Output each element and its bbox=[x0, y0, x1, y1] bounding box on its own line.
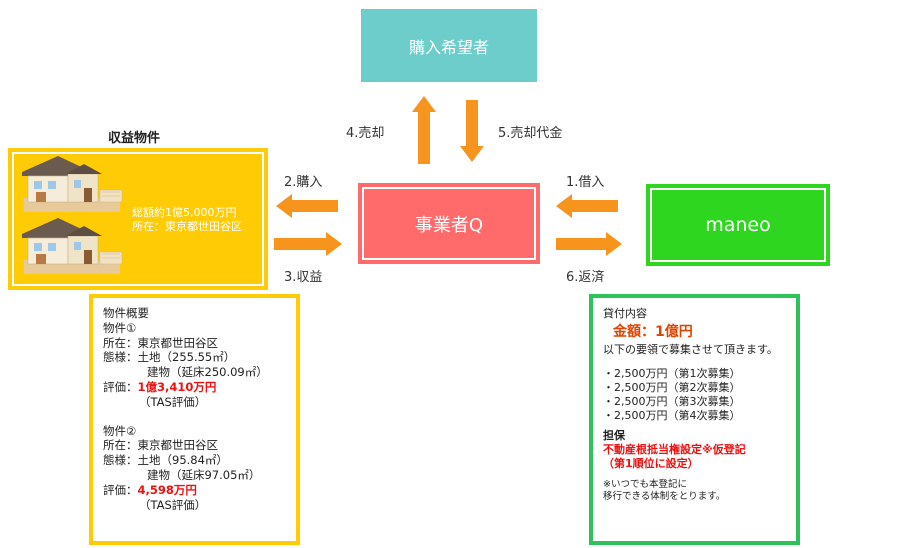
sell-arrow bbox=[412, 96, 436, 164]
property-box: 総額約1億5,000万円 所在：東京都世田谷区 bbox=[8, 148, 268, 290]
p2-eval-value: 4,598万円 bbox=[137, 482, 197, 497]
p2-location-label: 所在： bbox=[103, 438, 138, 453]
collateral-line-2: （第1順位に設定） bbox=[603, 457, 699, 470]
sell-label: 4.売却 bbox=[346, 126, 385, 141]
note-line-1: ※いつでも本登記に bbox=[603, 479, 687, 490]
property-2-name: 物件② bbox=[103, 423, 137, 438]
p1-eval-note: （TAS評価） bbox=[139, 394, 207, 409]
p1-location-label: 所在： bbox=[103, 335, 138, 350]
p2-land: 土地（95.84㎡） bbox=[137, 453, 228, 468]
summary-heading: 物件概要 bbox=[103, 306, 149, 320]
loan-description: 以下の要領で募集させて頂きます。 bbox=[603, 343, 778, 356]
p1-building: 建物（延床250.09㎡） bbox=[147, 365, 268, 380]
maneo-label: maneo bbox=[705, 214, 771, 236]
property-1-name: 物件① bbox=[103, 320, 137, 335]
operator-box: 事業者Q bbox=[358, 183, 540, 264]
revenue-arrow bbox=[274, 232, 342, 256]
p1-type-label: 態様： bbox=[103, 350, 138, 365]
loan-round: ・2,500万円（第3次募集） bbox=[603, 395, 741, 408]
house-icon bbox=[22, 156, 123, 274]
loan-amount: 金額：1億円 bbox=[613, 324, 693, 340]
p2-building: 建物（延床97.05㎡） bbox=[147, 467, 261, 482]
p2-location: 東京都世田谷区 bbox=[137, 438, 219, 453]
p2-type-label: 態様： bbox=[103, 453, 138, 468]
repay-arrow bbox=[556, 232, 622, 256]
note-line-2: 移行できる体制をとります。 bbox=[603, 491, 726, 502]
repay-label: 6.返済 bbox=[566, 270, 605, 285]
property-total: 総額約1億5,000万円 bbox=[132, 206, 237, 219]
collateral-heading: 担保 bbox=[603, 429, 625, 442]
loan-details-box: 貸付内容 金額：1億円 以下の要領で募集させて頂きます。 ・2,500万円（第1… bbox=[589, 294, 800, 545]
property-title: 収益物件 bbox=[108, 131, 161, 146]
loan-round: ・2,500万円（第2次募集） bbox=[603, 381, 741, 394]
sale-proceeds-label: 5.売却代金 bbox=[498, 126, 563, 141]
loan-heading: 貸付内容 bbox=[603, 307, 647, 320]
collateral-line-1: 不動産根抵当権設定※仮登記 bbox=[603, 443, 746, 456]
p1-location: 東京都世田谷区 bbox=[137, 335, 219, 350]
p2-eval-label: 評価： bbox=[103, 482, 138, 497]
revenue-label: 3.収益 bbox=[284, 270, 323, 285]
maneo-box: maneo bbox=[646, 184, 830, 266]
property-summary-box: 物件概要 物件① 所在： 東京都世田谷区 態様： 土地（255.55㎡） 建物（… bbox=[89, 294, 300, 545]
purchase-label: 2.購入 bbox=[284, 175, 323, 190]
property-location: 所在：東京都世田谷区 bbox=[132, 220, 242, 233]
operator-label: 事業者Q bbox=[414, 214, 484, 236]
loan-round: ・2,500万円（第1次募集） bbox=[603, 367, 741, 380]
p1-eval-label: 評価： bbox=[103, 379, 138, 394]
p1-land: 土地（255.55㎡） bbox=[137, 350, 236, 365]
borrow-arrow bbox=[556, 194, 618, 218]
p2-eval-note: （TAS評価） bbox=[139, 497, 207, 512]
buyer-box: 購入希望者 bbox=[358, 6, 540, 85]
buyer-label: 購入希望者 bbox=[408, 37, 489, 57]
p1-eval-value: 1億3,410万円 bbox=[137, 379, 217, 394]
loan-round: ・2,500万円（第4次募集） bbox=[603, 409, 741, 422]
sale-proceeds-arrow bbox=[460, 100, 484, 162]
purchase-arrow bbox=[276, 194, 338, 218]
borrow-label: 1.借入 bbox=[566, 175, 605, 190]
